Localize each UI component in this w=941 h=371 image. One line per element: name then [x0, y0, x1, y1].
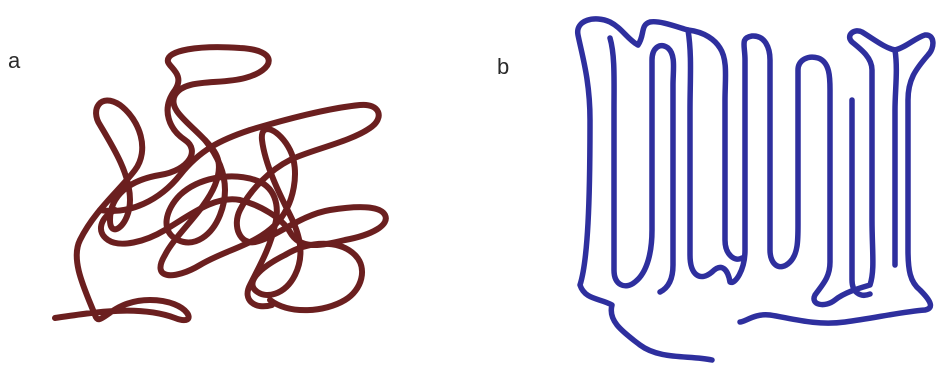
folded-chain-strand	[578, 19, 933, 360]
random-coil-strand	[55, 47, 362, 320]
folded-chain-inner-2	[688, 30, 742, 259]
panel-a-random-coil	[55, 47, 386, 320]
folded-chain-inner	[610, 38, 674, 292]
panel-b-folded-chain	[578, 19, 933, 360]
